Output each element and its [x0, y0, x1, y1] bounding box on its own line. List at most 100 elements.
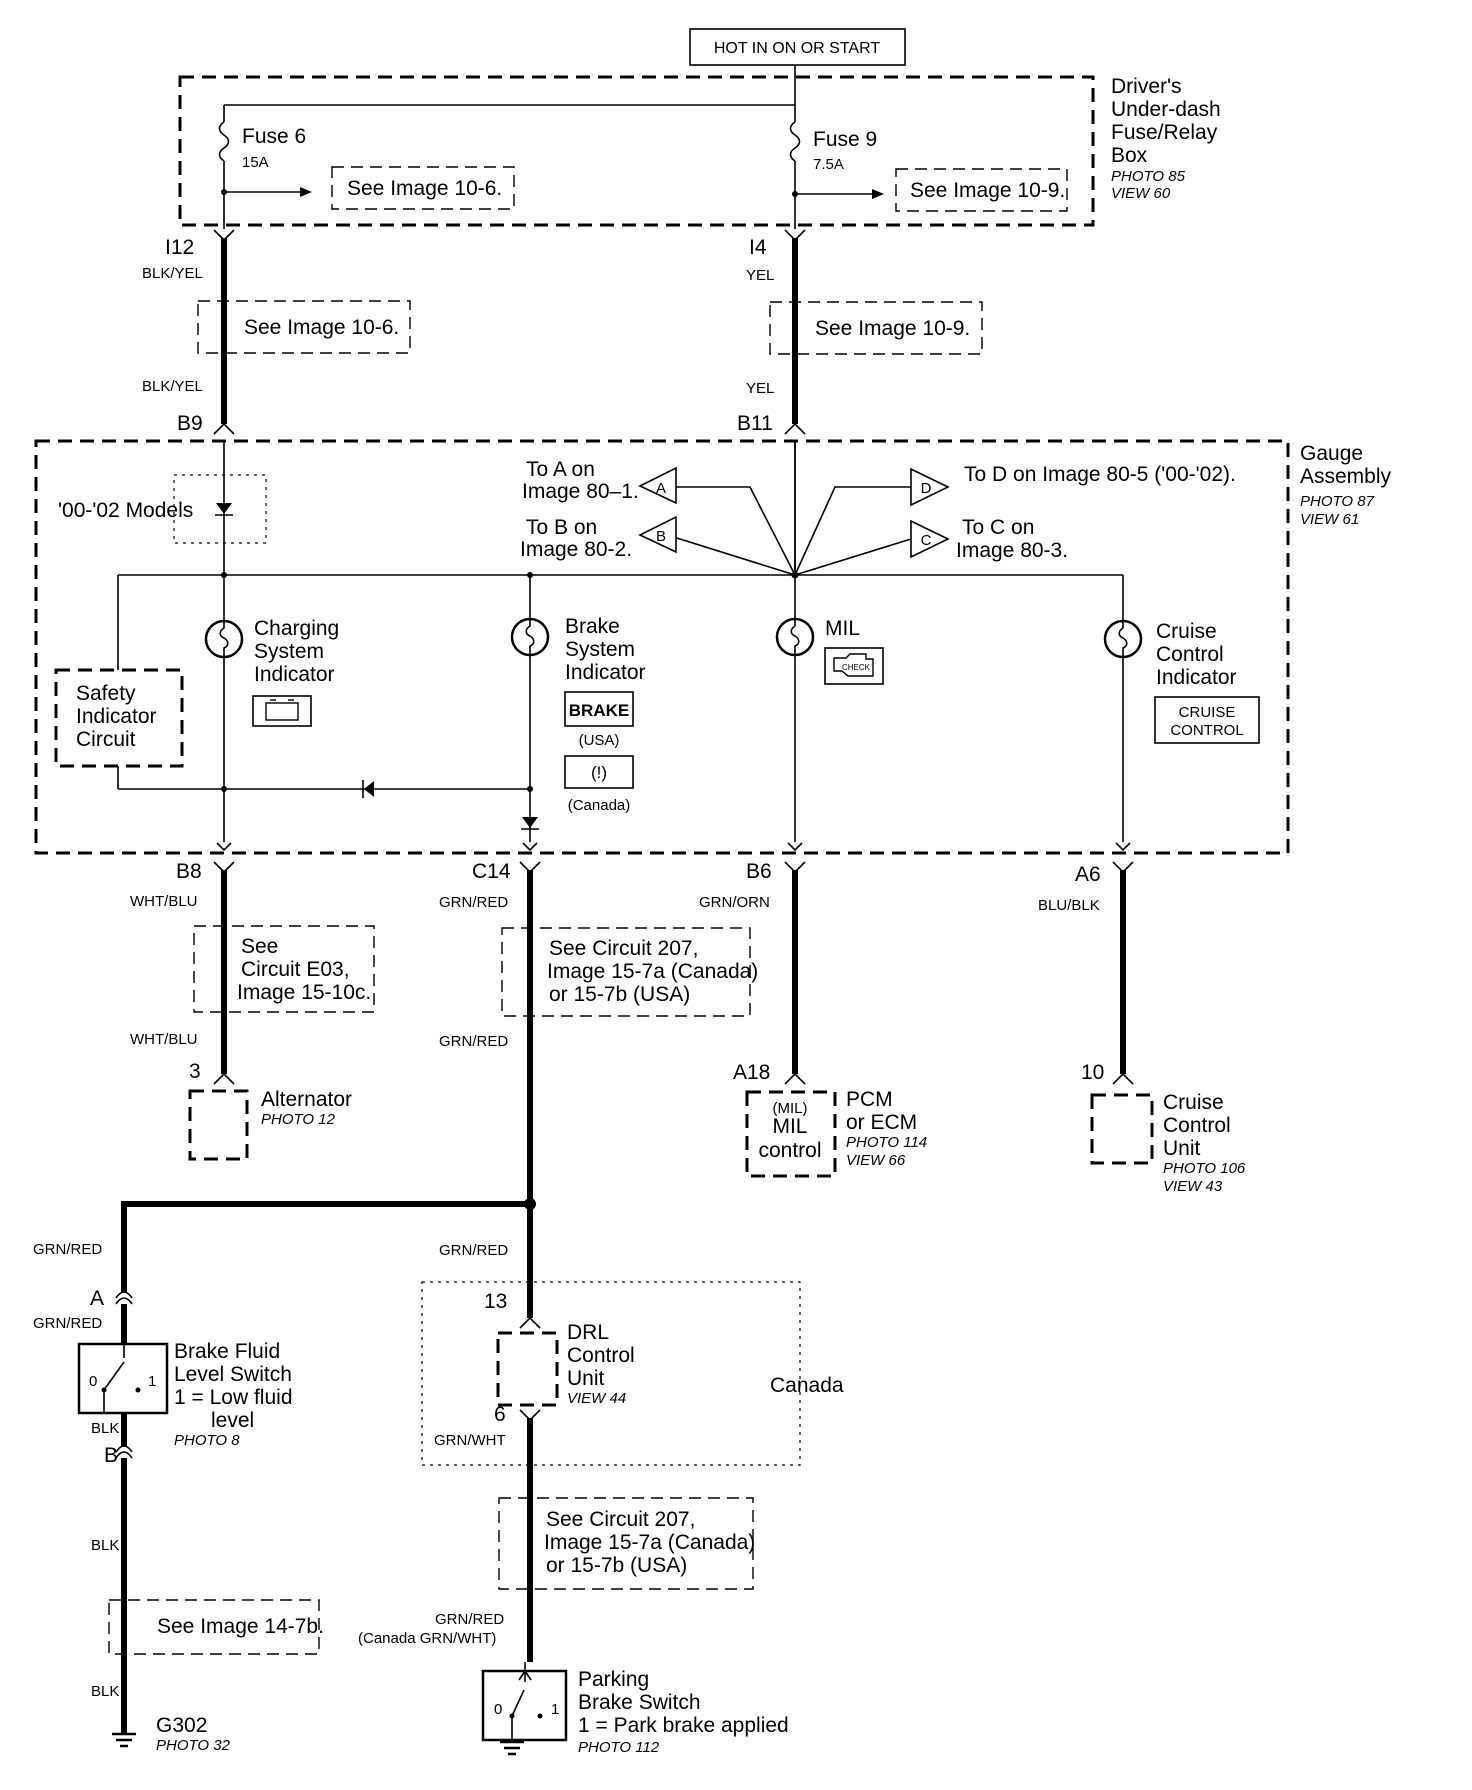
svg-text:Fuse/Relay: Fuse/Relay: [1111, 121, 1218, 144]
fuse-relay-box: [178, 75, 1095, 227]
svg-text:Driver's: Driver's: [1111, 75, 1182, 98]
wire-blk-bottom: BLK: [91, 1683, 119, 1700]
svg-text:Gauge: Gauge: [1300, 442, 1363, 465]
svg-text:or 15-7b (USA): or 15-7b (USA): [546, 1554, 687, 1577]
svg-text:A: A: [656, 480, 666, 497]
ref-circuit-207-upper[interactable]: Image 15-7a (Canada): [547, 960, 758, 983]
wire-grn-orn: GRN/ORN: [699, 894, 770, 911]
svg-text:Cruise: Cruise: [1163, 1091, 1224, 1114]
svg-text:See: See: [241, 935, 278, 958]
svg-text:control: control: [758, 1139, 821, 1162]
offpage-c[interactable]: C: [910, 519, 950, 559]
offpage-d[interactable]: D: [910, 467, 950, 507]
ref-image-10-6[interactable]: See Image 10-6.: [244, 316, 399, 339]
svg-text:See Circuit 207,: See Circuit 207,: [549, 937, 698, 960]
offpage-a[interactable]: A: [638, 466, 677, 505]
conn-a: A: [90, 1287, 104, 1310]
drl-view: VIEW 44: [567, 1390, 626, 1407]
wire-grn-red-1: GRN/RED: [439, 894, 508, 911]
to-a-label-2: Image 80–1.: [522, 480, 639, 503]
fuse9-ref[interactable]: See Image 10-9.: [910, 179, 1065, 202]
brake-label-3: Indicator: [565, 661, 646, 684]
to-a-label-1: To A on: [526, 458, 595, 481]
pin-c14: C14: [472, 860, 511, 883]
cruise-label-3: Indicator: [1156, 666, 1237, 689]
svg-text:(!): (!): [591, 763, 607, 782]
wire-grn-red-left: GRN/RED: [33, 1241, 102, 1258]
ref-circuit-207-lower[interactable]: Image 15-7a (Canada): [544, 1531, 755, 1554]
wire-blu-blk: BLU/BLK: [1038, 897, 1100, 914]
brake-usa: (USA): [579, 732, 620, 749]
connector-i12: I12: [165, 236, 194, 259]
alternator-photo: PHOTO 12: [261, 1111, 336, 1128]
fuse9-name: Fuse 9: [813, 128, 877, 151]
brake-canada: (Canada): [568, 797, 631, 814]
pin-a6: A6: [1075, 863, 1101, 886]
svg-text:Brake Switch: Brake Switch: [578, 1691, 701, 1714]
brake-label-1: Brake: [565, 615, 620, 638]
svg-text:Level Switch: Level Switch: [174, 1363, 292, 1386]
ref-circuit-e03[interactable]: Image 15-10c.: [237, 981, 371, 1004]
brake-fluid-switch: [77, 1342, 169, 1415]
cruise-label-2: Control: [1156, 643, 1224, 666]
charging-label-3: Indicator: [254, 663, 335, 686]
wire-yel-bottom: YEL: [746, 380, 774, 397]
pcm-box: [745, 1090, 837, 1178]
svg-text:0: 0: [494, 1701, 502, 1718]
wire-grn-red-drl: GRN/RED: [439, 1242, 508, 1259]
fuse6-ref[interactable]: See Image 10-6.: [347, 177, 502, 200]
source-label: HOT IN ON OR START: [714, 40, 880, 57]
pin-b8: B8: [176, 860, 202, 883]
svg-text:Control: Control: [1163, 1114, 1231, 1137]
offpage-b[interactable]: B: [638, 515, 677, 554]
mil-label: MIL: [825, 617, 860, 640]
connector-i4: I4: [749, 236, 767, 259]
brake-badge: [564, 691, 634, 727]
cruise-unit-photo: PHOTO 106: [1163, 1160, 1246, 1177]
parking-ground-icon: [500, 1740, 524, 1756]
wire-blk-yel-bottom: BLK/YEL: [142, 378, 203, 395]
alternator-pin: 3: [189, 1060, 201, 1083]
fuse9-rating: 7.5A: [813, 156, 844, 173]
cruise-unit-box: [1090, 1093, 1154, 1165]
to-d-label: To D on Image 80-5 ('00-'02).: [964, 463, 1236, 486]
svg-text:Circuit E03,: Circuit E03,: [241, 958, 350, 981]
diode-c14: [522, 817, 538, 828]
cruise-badge: [1154, 696, 1260, 744]
charging-label-2: System: [254, 640, 324, 663]
check-engine-icon: CHECK: [824, 647, 884, 685]
diode-00-02: [216, 503, 232, 514]
parking-brake-switch: [481, 1669, 568, 1742]
drl-pin-6: 6: [494, 1403, 506, 1426]
svg-text:Unit: Unit: [567, 1367, 605, 1390]
wire-blk-yel-top: BLK/YEL: [142, 265, 203, 282]
pcm-photo: PHOTO 114: [846, 1134, 927, 1151]
cruise-label-1: Cruise: [1156, 620, 1217, 643]
svg-text:PHOTO 87: PHOTO 87: [1300, 493, 1375, 510]
svg-text:CONTROL: CONTROL: [1170, 722, 1243, 739]
pcm-pin: A18: [733, 1061, 770, 1084]
to-c-label-1: To C on: [962, 516, 1034, 539]
svg-text:DRL: DRL: [567, 1321, 609, 1344]
ref-image-14-7b[interactable]: See Image 14-7b.: [157, 1615, 324, 1638]
wire-yel-top: YEL: [746, 267, 774, 284]
wire-blk-mid: BLK: [91, 1537, 119, 1554]
svg-text:or 15-7b (USA): or 15-7b (USA): [549, 983, 690, 1006]
fuse9-symbol: [789, 121, 801, 162]
svg-text:PHOTO 85: PHOTO 85: [1111, 168, 1186, 185]
drl-pin-13: 13: [484, 1290, 507, 1313]
pcm-name-1: PCM: [846, 1088, 893, 1111]
brake-bulb-icon: [510, 617, 550, 657]
svg-text:Assembly: Assembly: [1300, 465, 1392, 488]
svg-text:Unit: Unit: [1163, 1137, 1201, 1160]
fuse6-rating: 15A: [242, 154, 269, 171]
svg-text:1 = Park brake applied: 1 = Park brake applied: [578, 1714, 789, 1737]
ref-image-10-9[interactable]: See Image 10-9.: [815, 317, 970, 340]
wire-grn-red-2: GRN/RED: [439, 1033, 508, 1050]
safety-indicator-box: [54, 668, 184, 768]
to-c-label-2: Image 80-3.: [956, 539, 1068, 562]
svg-text:level: level: [211, 1409, 254, 1432]
fuse6-symbol: [218, 121, 230, 162]
pcm-view: VIEW 66: [846, 1152, 906, 1169]
